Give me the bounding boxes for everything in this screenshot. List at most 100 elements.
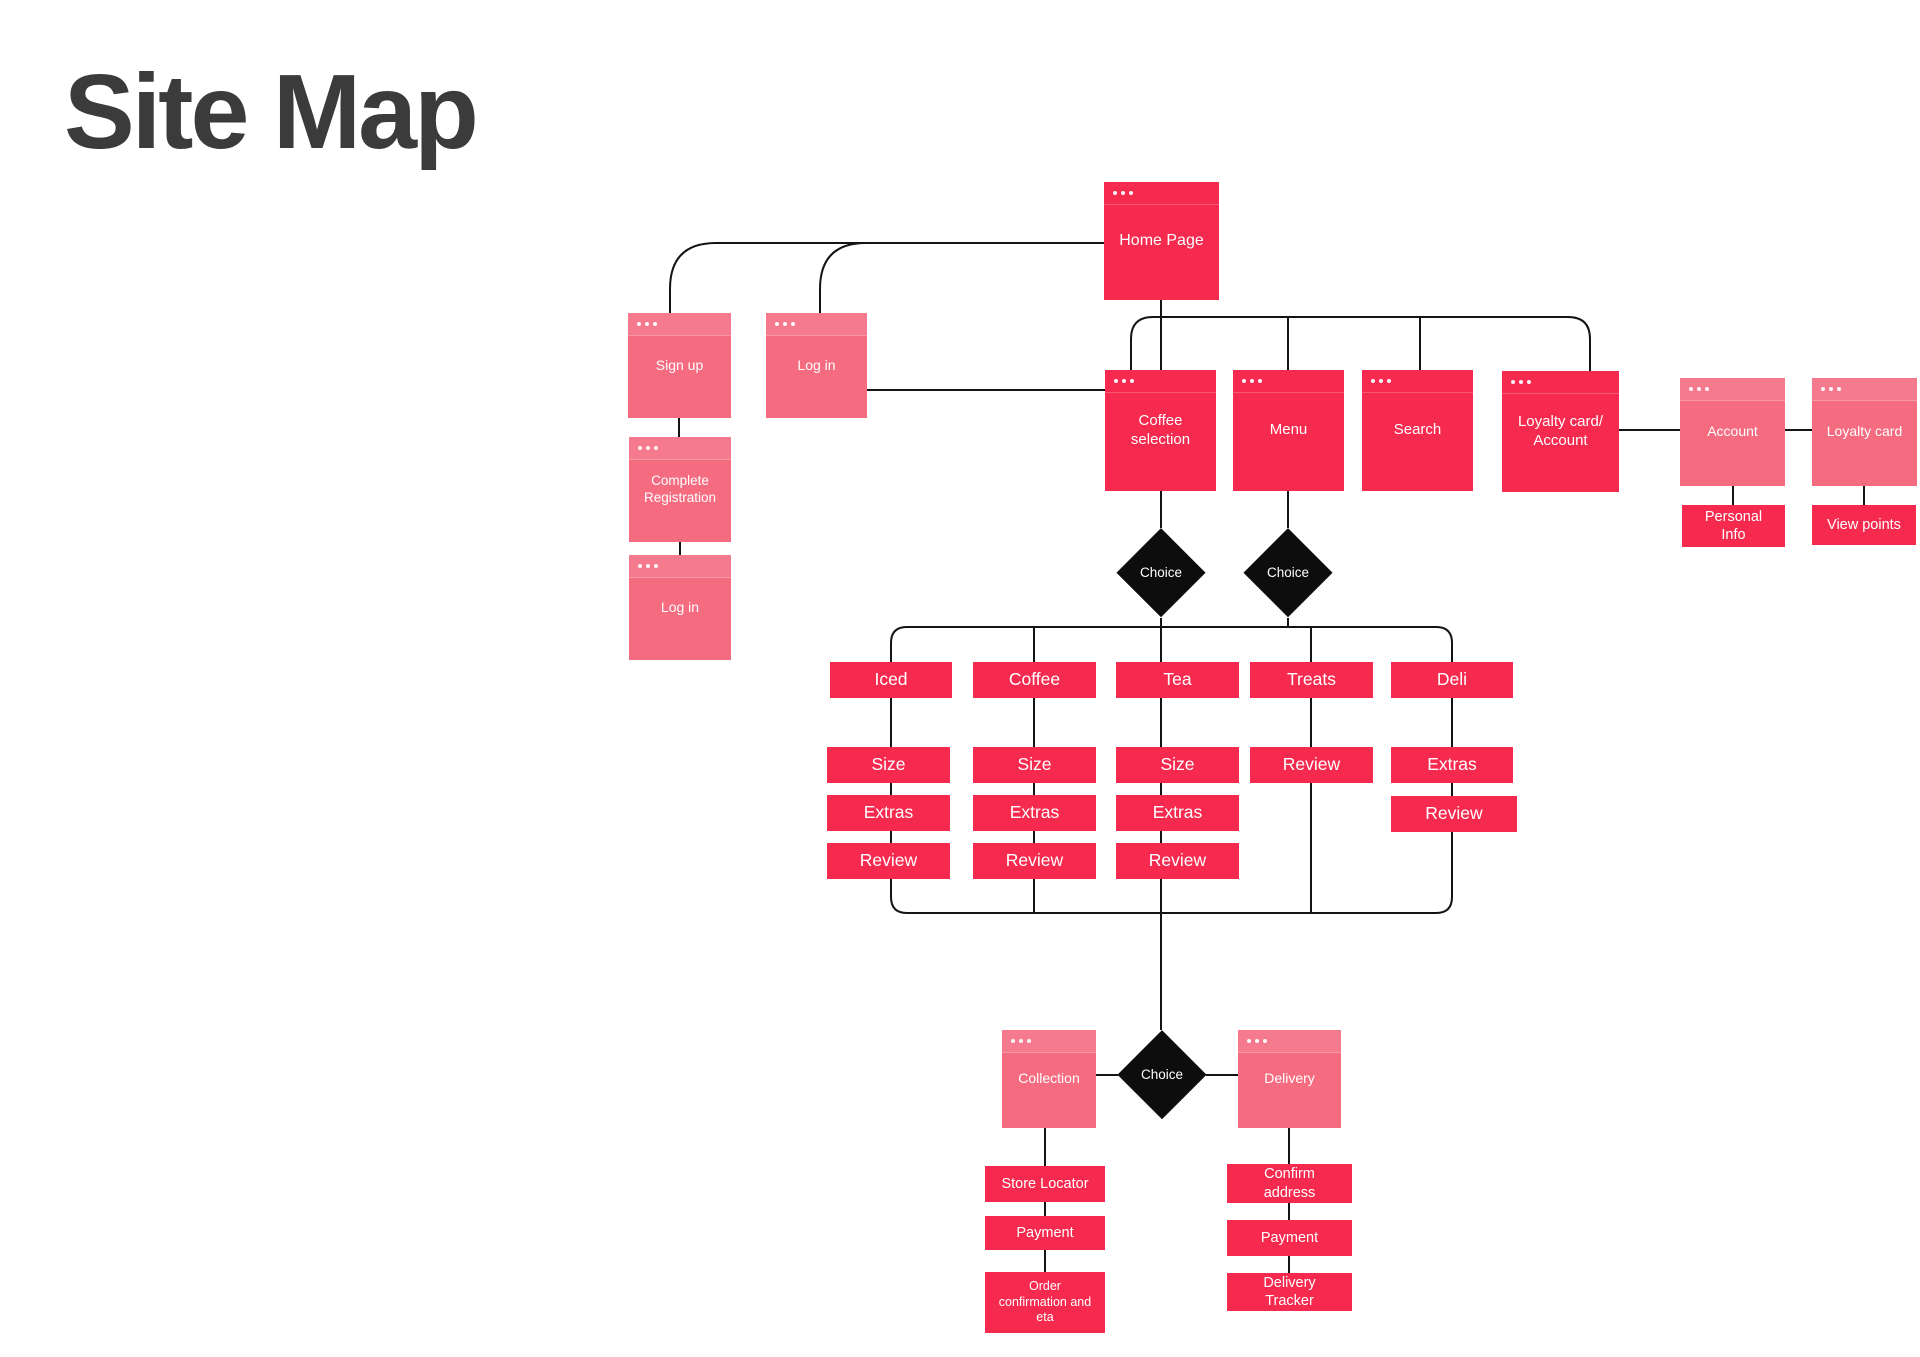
treats-review-label: Review bbox=[1282, 754, 1341, 775]
personal-info: Personal Info bbox=[1682, 505, 1785, 547]
tea-review: Review bbox=[1116, 843, 1239, 879]
window-dots-icon bbox=[1812, 378, 1917, 401]
coffee-extras-label: Extras bbox=[1009, 802, 1060, 823]
store-locator: Store Locator bbox=[985, 1166, 1105, 1202]
deli-label: Deli bbox=[1436, 669, 1468, 690]
choice-menu-label: Choice bbox=[1266, 564, 1310, 580]
menu-label: Menu bbox=[1269, 421, 1308, 439]
loyalty-card-account: Loyalty card/ Account bbox=[1502, 371, 1619, 492]
coffee-category: Coffee bbox=[973, 662, 1096, 698]
tea-label: Tea bbox=[1163, 669, 1192, 690]
log-in-secondary: Log in bbox=[629, 555, 731, 660]
home-page-label: Home Page bbox=[1119, 232, 1204, 249]
window-dots-icon bbox=[1233, 370, 1344, 393]
iced-extras: Extras bbox=[827, 795, 950, 831]
window-dots-icon bbox=[1002, 1030, 1096, 1053]
iced-size: Size bbox=[827, 747, 950, 783]
coffee-size-label: Size bbox=[1017, 754, 1052, 775]
iced-extras-label: Extras bbox=[863, 802, 914, 823]
treats-label: Treats bbox=[1287, 669, 1336, 690]
tea-size-label: Size bbox=[1160, 754, 1195, 775]
log-in-top-label: Log in bbox=[797, 356, 836, 373]
store-locator-label: Store Locator bbox=[1001, 1175, 1089, 1192]
sign-up-label: Sign up bbox=[655, 356, 704, 373]
page-title: Site Map bbox=[64, 53, 479, 171]
choice-fulfilment: Choice bbox=[1117, 1030, 1207, 1120]
coffee-selection: Coffee selection bbox=[1105, 370, 1216, 491]
sign-up: Sign up bbox=[628, 313, 731, 418]
window-dots-icon bbox=[1105, 370, 1216, 393]
search: Search bbox=[1362, 370, 1473, 491]
coffee-category-label: Coffee bbox=[1008, 669, 1061, 690]
coffee-size: Size bbox=[973, 747, 1096, 783]
window-dots-icon bbox=[766, 313, 867, 336]
choice-fulfilment-label: Choice bbox=[1140, 1066, 1184, 1082]
deli-extras-label: Extras bbox=[1427, 754, 1477, 775]
log-in-secondary-label: Log in bbox=[660, 598, 700, 615]
complete-registration: Complete Registration bbox=[629, 437, 731, 542]
tea-extras-label: Extras bbox=[1152, 802, 1203, 823]
tea-extras: Extras bbox=[1116, 795, 1239, 831]
confirm-address: Confirm address bbox=[1227, 1164, 1352, 1203]
edge-home-to-signup bbox=[669, 242, 1104, 313]
treats: Treats bbox=[1250, 662, 1373, 698]
view-points: View points bbox=[1812, 505, 1916, 545]
deli-extras: Extras bbox=[1391, 747, 1513, 783]
iced-label: Iced bbox=[874, 669, 908, 690]
window-dots-icon bbox=[629, 437, 731, 460]
choice-coffee: Choice bbox=[1116, 528, 1206, 618]
payment-collection: Payment bbox=[985, 1216, 1105, 1250]
home-page: Home Page bbox=[1104, 182, 1219, 300]
window-dots-icon bbox=[1104, 182, 1219, 205]
window-dots-icon bbox=[1502, 371, 1619, 394]
coffee-selection-label: Coffee selection bbox=[1130, 411, 1191, 448]
delivery-label: Delivery bbox=[1264, 1070, 1315, 1087]
account-label: Account bbox=[1707, 423, 1758, 440]
order-confirmation-label: Order confirmation and eta bbox=[998, 1279, 1092, 1325]
tea-size: Size bbox=[1116, 747, 1239, 783]
iced: Iced bbox=[830, 662, 952, 698]
complete-registration-label: Complete Registration bbox=[643, 472, 717, 505]
payment-delivery-label: Payment bbox=[1260, 1229, 1319, 1246]
confirm-address-label: Confirm address bbox=[1263, 1166, 1316, 1201]
coffee-review: Review bbox=[973, 843, 1096, 879]
edge-top-bus bbox=[1130, 316, 1591, 371]
payment-collection-label: Payment bbox=[1016, 1224, 1074, 1241]
treats-review: Review bbox=[1250, 747, 1373, 783]
account: Account bbox=[1680, 378, 1785, 486]
collection-label: Collection bbox=[1018, 1070, 1080, 1087]
window-dots-icon bbox=[1362, 370, 1473, 393]
log-in-top: Log in bbox=[766, 313, 867, 418]
tea-review-label: Review bbox=[1148, 850, 1207, 871]
window-dots-icon bbox=[1680, 378, 1785, 401]
delivery-tracker: Delivery Tracker bbox=[1227, 1273, 1352, 1311]
delivery-tracker-label: Delivery Tracker bbox=[1263, 1274, 1316, 1309]
loyalty-card: Loyalty card bbox=[1812, 378, 1917, 486]
coffee-review-label: Review bbox=[1005, 850, 1064, 871]
loyalty-card-label: Loyalty card bbox=[1826, 423, 1903, 440]
coffee-extras: Extras bbox=[973, 795, 1096, 831]
deli-review-label: Review bbox=[1425, 803, 1483, 824]
loyalty-card-account-label: Loyalty card/ Account bbox=[1517, 412, 1604, 449]
order-confirmation: Order confirmation and eta bbox=[985, 1272, 1105, 1333]
iced-review: Review bbox=[827, 843, 950, 879]
deli: Deli bbox=[1391, 662, 1513, 698]
view-points-label: View points bbox=[1827, 516, 1901, 533]
window-dots-icon bbox=[1238, 1030, 1341, 1053]
payment-delivery: Payment bbox=[1227, 1220, 1352, 1256]
search-label: Search bbox=[1393, 421, 1442, 439]
menu: Menu bbox=[1233, 370, 1344, 491]
choice-coffee-label: Choice bbox=[1139, 564, 1183, 580]
deli-review: Review bbox=[1391, 796, 1517, 832]
choice-menu: Choice bbox=[1243, 528, 1333, 618]
iced-size-label: Size bbox=[871, 754, 906, 775]
window-dots-icon bbox=[629, 555, 731, 578]
collection: Collection bbox=[1002, 1030, 1096, 1128]
delivery: Delivery bbox=[1238, 1030, 1341, 1128]
window-dots-icon bbox=[628, 313, 731, 336]
tea: Tea bbox=[1116, 662, 1239, 698]
personal-info-label: Personal Info bbox=[1704, 508, 1763, 543]
edge-home-to-login bbox=[819, 242, 867, 313]
